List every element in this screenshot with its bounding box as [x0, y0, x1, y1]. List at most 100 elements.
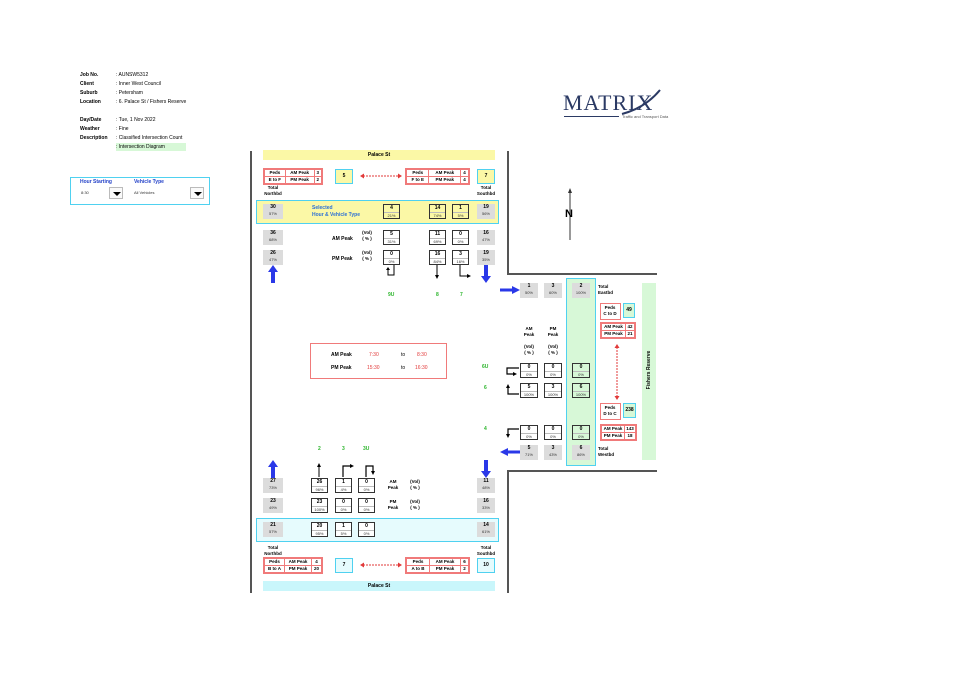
filter-panel: Hour Starting Vehicle Type 8:30 All Vehi… — [70, 177, 210, 205]
movement-id-4: 4 — [484, 426, 487, 432]
north-am-units: (Vol)( % ) — [362, 230, 372, 241]
road-edge-north-east — [507, 273, 657, 275]
south-right-turn-arrow-icon — [342, 464, 354, 477]
north-arrow-icon — [568, 188, 572, 240]
movement-id-9u: 9U — [388, 292, 395, 298]
peds-crossing-north-icon — [360, 173, 402, 179]
vehicle-type-select[interactable]: All Vehicles — [134, 190, 155, 195]
movement-id-6u: 6U — [482, 364, 489, 370]
peds-f-to-e-total: 7 — [477, 169, 495, 184]
north-left-turn-arrow-icon — [459, 265, 471, 278]
south-selected-panel — [256, 518, 499, 542]
south-thru-arrow-icon — [317, 463, 321, 477]
peds-e-to-f-total: 5 — [335, 169, 353, 184]
road-edge-south-east — [507, 470, 657, 472]
hour-dropdown-icon[interactable] — [109, 187, 123, 199]
street-east: Fishers Reserve — [642, 283, 656, 460]
peds-a-to-b-total: 10 — [477, 558, 495, 573]
peds-crossing-east-icon — [614, 344, 620, 400]
movement-id-7: 7 — [460, 292, 463, 298]
east-wb-blue-arrow-left-icon — [500, 448, 520, 456]
hour-starting-label: Hour Starting — [80, 179, 112, 185]
movement-id-2: 2 — [318, 446, 321, 452]
north-compass: N — [565, 188, 575, 242]
north-sb-blue-arrow-down-icon — [481, 265, 491, 283]
movement-id-6: 6 — [484, 385, 487, 391]
vehicle-dropdown-icon[interactable] — [190, 187, 204, 199]
north-thru-arrow-icon — [435, 265, 439, 279]
peds-d-to-c-total: 238 — [623, 403, 636, 418]
movement-id-3u: 3U — [363, 446, 370, 452]
hour-starting-select[interactable]: 8:30 — [81, 190, 89, 195]
east-uturn-arrow-icon — [506, 367, 519, 376]
street-south: Palace St — [263, 581, 495, 591]
matrix-logo: MATRIX Traffic and Transport Data — [563, 89, 669, 119]
peds-c-to-d-total: 49 — [623, 303, 635, 318]
south-am-units: (Vol)( % ) — [410, 479, 420, 490]
peds-crossing-south-icon — [360, 562, 402, 568]
south-nb-blue-arrow-up-icon — [268, 460, 278, 478]
east-left-turn-arrow-icon — [506, 428, 519, 438]
road-edge-east-north — [507, 151, 509, 274]
peak-times-box: AM Peak 7:30 to 8:30 PM Peak 15:30 to 16… — [310, 343, 447, 379]
street-north: Palace St — [263, 150, 495, 160]
movement-id-8: 8 — [436, 292, 439, 298]
east-eb-blue-arrow-right-icon — [500, 286, 520, 294]
logo-swoosh-icon — [621, 89, 661, 115]
south-pm-units: (Vol)( % ) — [410, 499, 420, 510]
vehicle-type-label: Vehicle Type — [134, 179, 164, 185]
south-uturn-arrow-icon — [365, 465, 375, 477]
